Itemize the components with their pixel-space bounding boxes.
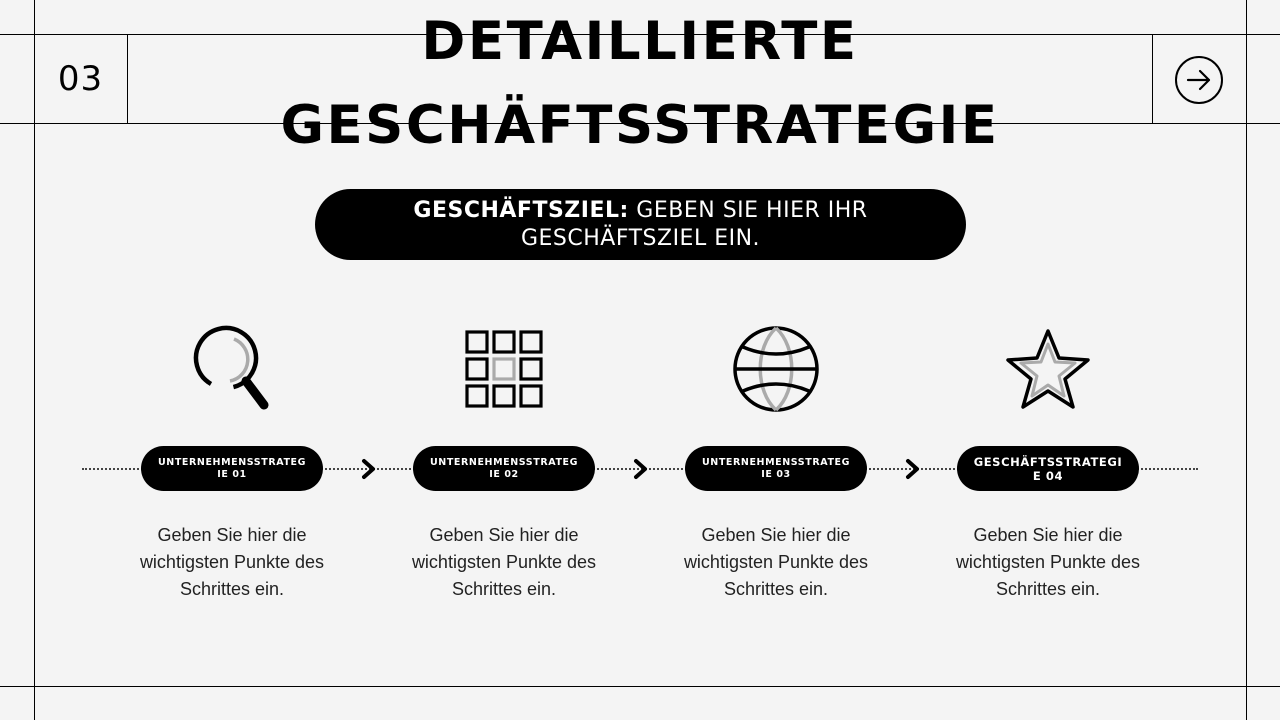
arrow-right-icon bbox=[1186, 69, 1211, 91]
timeline-line bbox=[82, 468, 1198, 470]
step-label-2: UNTERNEHMENSSTRATEGIE 02 bbox=[413, 446, 595, 491]
chevron-right-icon bbox=[634, 459, 647, 479]
step-label-3: UNTERNEHMENSSTRATEGIE 03 bbox=[685, 446, 867, 491]
step-description-3: Geben Sie hier die wichtigsten Punkte de… bbox=[683, 525, 869, 599]
magnifier-icon bbox=[193, 325, 269, 410]
page-title: DETAILLIERTE GESCHÄFTSSTRATEGIE bbox=[280, 11, 1000, 156]
page-number: 03 bbox=[57, 58, 104, 99]
business-goal-banner: GESCHÄFTSZIEL: GEBEN SIE HIER IHR GESCHÄ… bbox=[315, 189, 966, 260]
header-divider-right bbox=[1152, 34, 1153, 123]
frame-line-bottom bbox=[0, 686, 1280, 687]
business-goal-label: GESCHÄFTSZIEL: bbox=[413, 197, 629, 223]
step-description-2: Geben Sie hier die wichtigsten Punkte de… bbox=[411, 525, 597, 599]
frame-line-header-bottom bbox=[0, 123, 1280, 124]
step-label-4: GESCHÄFTSSTRATEGIE 04 bbox=[957, 446, 1139, 491]
chevron-right-icon bbox=[362, 459, 375, 479]
grid-icon bbox=[465, 330, 543, 408]
frame-line-top bbox=[0, 34, 1280, 35]
next-button[interactable] bbox=[1175, 56, 1223, 104]
globe-icon bbox=[733, 326, 819, 412]
frame-line-left bbox=[34, 0, 35, 720]
business-goal-text: GEBEN SIE HIER IHR GESCHÄFTSZIEL EIN. bbox=[520, 197, 868, 251]
step-label-1: UNTERNEHMENSSTRATEGIE 01 bbox=[141, 446, 323, 491]
step-description-4: Geben Sie hier die wichtigsten Punkte de… bbox=[955, 525, 1141, 599]
frame-line-right bbox=[1246, 0, 1247, 720]
step-description-1: Geben Sie hier die wichtigsten Punkte de… bbox=[139, 525, 325, 599]
header-divider-left bbox=[127, 34, 128, 123]
chevron-right-icon bbox=[906, 459, 919, 479]
star-icon bbox=[1006, 329, 1090, 409]
